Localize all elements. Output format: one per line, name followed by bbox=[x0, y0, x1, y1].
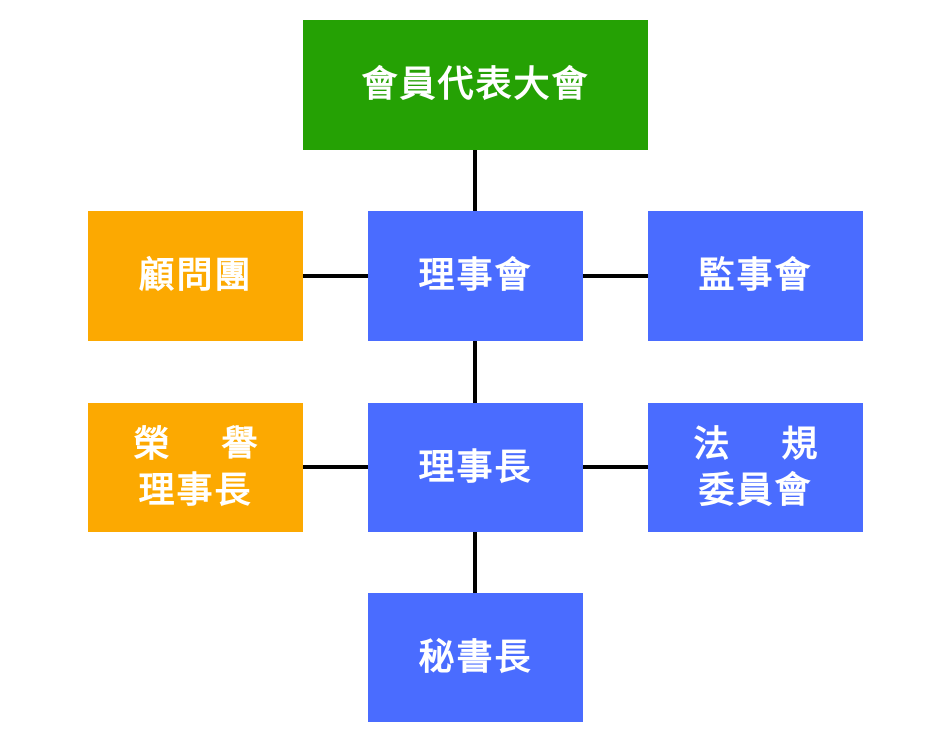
node-label-line1: 法 規 bbox=[694, 422, 818, 468]
node-label: 顧問團 bbox=[138, 255, 253, 296]
node-label: 秘書長 bbox=[418, 636, 533, 678]
node-label-char: 規 bbox=[781, 423, 818, 465]
node-label-line2: 理事長 bbox=[138, 469, 253, 511]
node-label-char: 法 bbox=[693, 423, 730, 465]
node-honorary-chairman: 榮 譽 理事長 bbox=[88, 403, 303, 532]
node-label-line2: 委員會 bbox=[698, 469, 813, 511]
node-label-line1: 榮 譽 bbox=[134, 422, 258, 468]
node-legal-committee: 法 規 委員會 bbox=[648, 403, 863, 532]
node-board-of-supervisors: 監事會 bbox=[648, 211, 863, 341]
node-label: 理事長 bbox=[418, 446, 533, 488]
node-label: 會員代表大會 bbox=[361, 64, 590, 105]
node-board-of-directors: 理事會 bbox=[368, 211, 583, 341]
node-label-char: 榮 bbox=[133, 423, 170, 465]
node-label: 監事會 bbox=[698, 255, 813, 296]
node-secretary-general: 秘書長 bbox=[368, 593, 583, 722]
node-label: 理事會 bbox=[418, 255, 533, 296]
node-member-representative-assembly: 會員代表大會 bbox=[303, 20, 648, 150]
node-label-char: 譽 bbox=[221, 423, 258, 465]
node-advisory-group: 顧問團 bbox=[88, 211, 303, 341]
node-chairman: 理事長 bbox=[368, 403, 583, 532]
